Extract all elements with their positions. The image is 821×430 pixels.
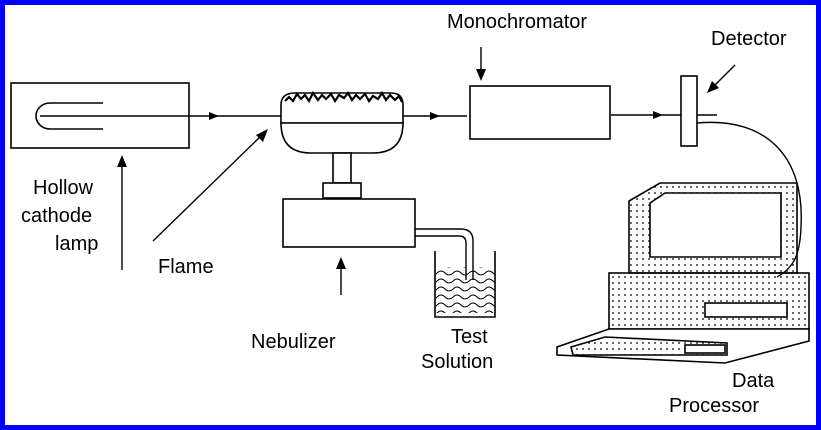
data-label: Data: [732, 370, 775, 392]
detector-block: [680, 75, 698, 147]
nebulizer-label: Nebulizer: [251, 331, 336, 353]
flame-icon: [284, 90, 403, 104]
beam-arrowheads: [209, 111, 663, 120]
solution-label: Solution: [421, 351, 494, 373]
capillary-tube: [415, 228, 474, 280]
monochromator-label: Monochromator: [447, 11, 588, 33]
test-label: Test: [451, 326, 488, 348]
flame-label: Flame: [158, 256, 214, 278]
detector-label: Detector: [711, 28, 787, 50]
monochromator-box: [469, 85, 611, 140]
burner: [280, 92, 404, 199]
annotation-arrowheads: [117, 69, 719, 269]
hollow-label: Hollow: [33, 177, 94, 199]
aas-schematic: [10, 47, 810, 364]
annotation-arrows: [121, 47, 736, 295]
cathode-label: cathode: [21, 205, 93, 227]
test-solution-beaker: [434, 251, 496, 318]
nebulizer-box: [282, 198, 416, 248]
computer-icon: [556, 182, 810, 364]
processor-label: Processor: [669, 395, 760, 417]
lamp-label: lamp: [55, 233, 99, 255]
